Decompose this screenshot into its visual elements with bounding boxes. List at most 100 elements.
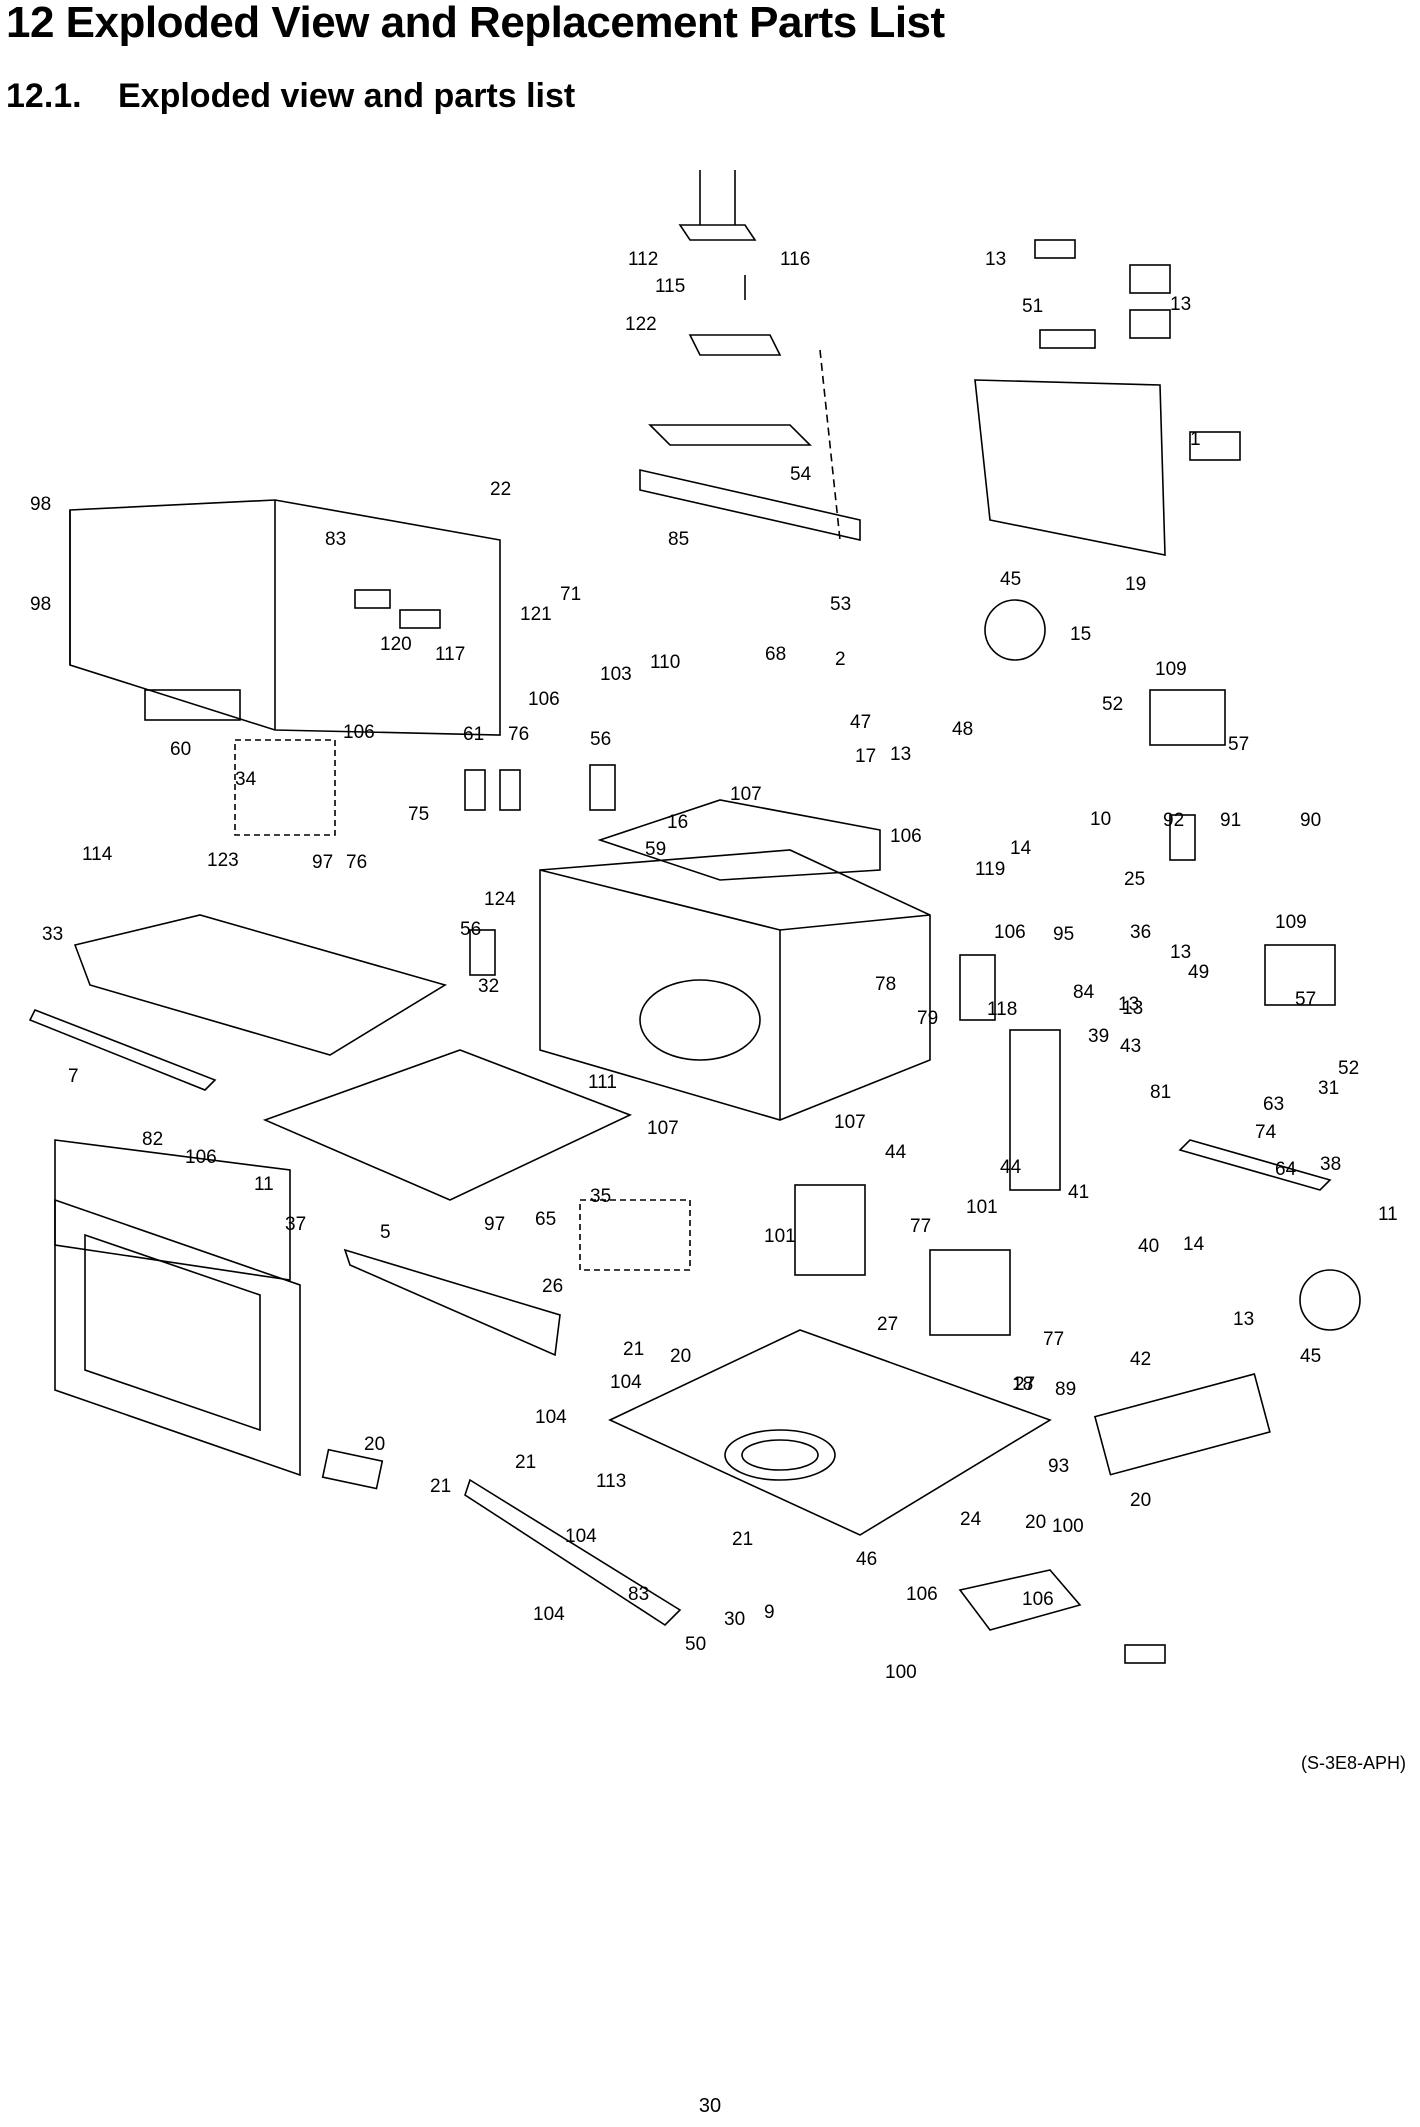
callout-97: 97 [312,852,333,873]
callout-21: 21 [623,1339,644,1360]
callout-13: 13 [1170,942,1191,963]
callout-14: 14 [1183,1234,1205,1255]
callout-120: 120 [380,634,412,655]
callout-2: 2 [835,649,846,670]
callout-11: 11 [254,1174,274,1195]
callout-47: 47 [850,712,871,733]
callout-11: 11 [1378,1204,1398,1225]
callout-13: 13 [1122,998,1143,1019]
cooling-fans [984,599,1361,1331]
callout-49: 49 [1188,962,1209,983]
callout-112: 112 [628,249,658,270]
callout-19: 19 [1125,574,1146,595]
callout-106: 106 [890,826,922,847]
callout-107: 107 [730,784,762,805]
callout-106: 106 [185,1147,217,1168]
callout-76: 76 [508,724,529,745]
callout-117: 117 [435,644,465,665]
callout-21: 21 [515,1452,536,1473]
misc-parts [234,739,1332,1664]
callout-77: 77 [1043,1329,1064,1350]
callout-45: 45 [1300,1346,1321,1367]
callout-83: 83 [325,529,346,550]
subsection-number: 12.1. [6,77,82,115]
callout-83: 83 [628,1584,649,1605]
callout-27: 27 [877,1314,898,1335]
callout-56: 56 [460,919,481,940]
callout-100: 100 [1052,1516,1084,1537]
callout-121: 121 [520,604,552,625]
callout-90: 90 [1300,810,1321,831]
callout-22: 22 [490,479,511,500]
callout-91: 91 [1220,810,1241,831]
callout-35: 35 [590,1186,611,1207]
callout-104: 104 [533,1604,565,1625]
callout-109: 109 [1275,912,1307,933]
callout-54: 54 [790,464,812,485]
callout-104: 104 [535,1407,567,1428]
callout-92: 92 [1163,810,1184,831]
callout-59: 59 [645,839,666,860]
callout-106: 106 [343,722,375,743]
callout-110: 110 [650,652,680,673]
callout-82: 82 [142,1129,163,1150]
callout-34: 34 [235,769,257,790]
callout-89: 89 [1055,1379,1076,1400]
oven-cavity [539,799,931,1121]
callout-36: 36 [1130,922,1151,943]
callout-97: 97 [484,1214,505,1235]
callout-100: 100 [885,1662,917,1683]
callout-65: 65 [535,1209,556,1230]
callout-51: 51 [1022,296,1043,317]
callout-13: 13 [890,744,911,765]
callout-14: 14 [1010,838,1032,859]
callout-74: 74 [1255,1122,1277,1143]
callout-77: 77 [910,1216,931,1237]
callout-24: 24 [960,1509,982,1530]
callout-78: 78 [875,974,896,995]
callout-76: 76 [346,852,367,873]
callout-42: 42 [1130,1349,1151,1370]
callout-39: 39 [1088,1026,1109,1047]
callout-48: 48 [952,719,973,740]
callout-10: 10 [1090,809,1111,830]
callout-52: 52 [1338,1058,1359,1079]
callout-45: 45 [1000,569,1021,590]
callout-84: 84 [1073,982,1095,1003]
callout-20: 20 [1130,1490,1151,1511]
base-plate [608,1329,1052,1536]
callout-61: 61 [463,724,484,745]
callout-106: 106 [994,922,1026,943]
callout-18: 18 [1012,1374,1033,1395]
callout-124: 124 [484,889,516,910]
callout-1: 1 [1190,429,1201,450]
sensor-bracket-assembly [639,170,861,542]
callout-38: 38 [1320,1154,1341,1175]
outer-cabinet [69,499,501,736]
callout-43: 43 [1120,1036,1141,1057]
callout-98: 98 [30,594,51,615]
callout-81: 81 [1150,1082,1171,1103]
callout-15: 15 [1070,624,1091,645]
callout-93: 93 [1048,1456,1069,1477]
diagram-code: (S-3E8-APH) [1300,1753,1406,1773]
subsection-heading: 12.1.Exploded view and parts list [6,76,575,116]
callout-57: 57 [1228,734,1249,755]
callout-21: 21 [430,1476,451,1497]
callout-60: 60 [170,739,191,760]
callout-104: 104 [610,1372,642,1393]
callout-52: 52 [1102,694,1123,715]
high-voltage-components [794,689,1336,1476]
callout-13: 13 [1233,1309,1254,1330]
callout-27: 27 [1014,1374,1035,1395]
callout-123: 123 [207,850,239,871]
callout-13: 13 [1118,994,1139,1015]
door-assembly [54,1139,384,1490]
callout-75: 75 [408,804,429,825]
callout-79: 79 [917,1008,938,1029]
callout-101: 101 [764,1226,796,1247]
callout-118: 118 [987,999,1017,1020]
callout-25: 25 [1124,869,1145,890]
callout-20: 20 [364,1434,385,1455]
